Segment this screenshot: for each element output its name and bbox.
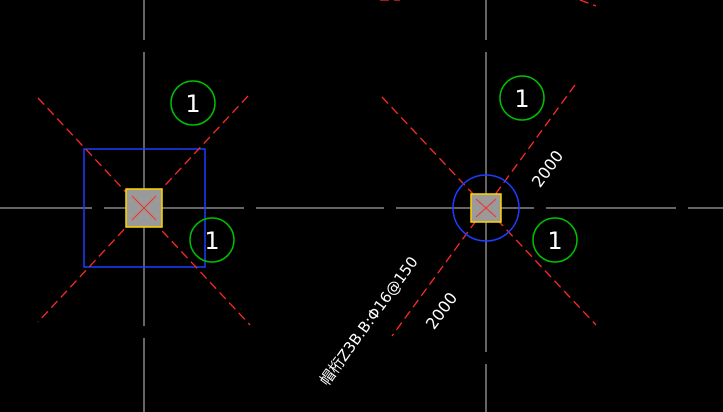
axis-gap — [142, 40, 146, 52]
right-column-group: 1 1 2000 2000 帽桁Z3B.B:Φ16@150 — [316, 0, 597, 389]
footing-outline — [83, 148, 206, 268]
reinforcement-bubble-bottom: 1 — [189, 217, 235, 263]
dimension-label-lower: 2000 — [422, 289, 461, 333]
footing-outline-circle — [452, 174, 520, 242]
cross-line — [475, 198, 497, 218]
diagonal-line — [579, 0, 597, 7]
axis-gap — [484, 352, 488, 364]
reinforcement-bubble-top: 1 — [499, 75, 545, 121]
dimension-label-upper: 2000 — [528, 147, 567, 191]
column-cross-mark — [131, 195, 157, 221]
axis-gap — [244, 206, 256, 210]
cross-line — [131, 195, 157, 221]
axis-gap — [384, 206, 396, 210]
left-column-group: 1 1 — [37, 80, 251, 326]
bubble-label: 1 — [204, 227, 219, 255]
bubble-circle — [532, 217, 578, 263]
axis-gap — [142, 326, 146, 338]
bubble-circle — [189, 217, 235, 263]
axis-break-marks — [92, 40, 688, 364]
bubble-label: 1 — [547, 227, 562, 255]
reinforcement-bubble-bottom: 1 — [532, 217, 578, 263]
bubble-label: 1 — [185, 90, 200, 118]
axis-gap — [676, 206, 688, 210]
axis-gap — [484, 40, 488, 52]
axis-gap — [534, 206, 546, 210]
bubble-circle — [170, 80, 216, 126]
reinforcement-bubble-top: 1 — [170, 80, 216, 126]
rebar-annotation: 帽桁Z3B.B:Φ16@150 — [316, 253, 422, 389]
bubble-label: 1 — [514, 85, 529, 113]
axis-gap — [92, 206, 104, 210]
column-cross-mark — [475, 198, 497, 218]
bubble-circle — [499, 75, 545, 121]
